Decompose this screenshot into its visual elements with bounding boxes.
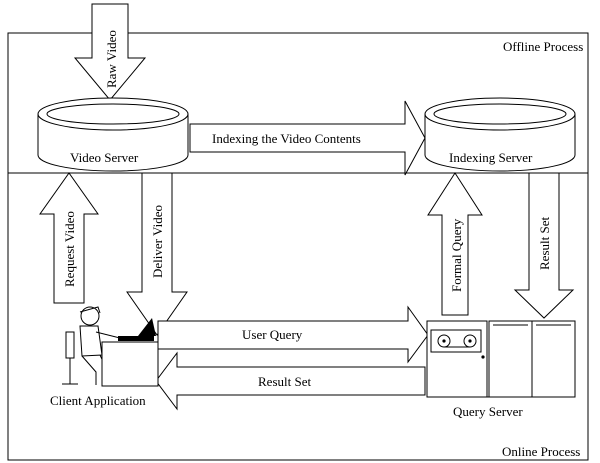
client-application-icon: Client Application <box>50 306 159 408</box>
result-set-down-arrow: Result Set <box>513 172 575 319</box>
formal-query-arrow: Formal Query <box>427 172 483 316</box>
request-video-label: Request Video <box>62 211 77 287</box>
client-application-label: Client Application <box>50 393 146 408</box>
request-video-arrow: Request Video <box>39 172 99 304</box>
formal-query-label: Formal Query <box>449 218 464 292</box>
user-query-label: User Query <box>242 327 303 342</box>
video-server-label: Video Server <box>70 150 139 165</box>
user-query-arrow: User Query <box>157 305 429 364</box>
indexing-label: Indexing the Video Contents <box>212 131 361 146</box>
indexing-server-node: Indexing Server <box>424 97 576 172</box>
raw-video-arrow: Raw Video <box>73 3 147 101</box>
offline-process-label: Offline Process <box>503 39 583 54</box>
deliver-video-label: Deliver Video <box>150 205 165 278</box>
indexing-arrow: Indexing the Video Contents <box>189 100 426 176</box>
online-process-region <box>7 172 589 461</box>
online-process-label: Online Process <box>502 444 580 459</box>
result-set-down-label: Result Set <box>537 217 552 270</box>
video-server-node: Video Server <box>37 97 189 172</box>
raw-video-label: Raw Video <box>104 30 119 88</box>
indexing-server-label: Indexing Server <box>449 150 533 165</box>
query-server-icon: Query Server <box>426 320 576 419</box>
result-set-back-arrow: Result Set <box>155 351 426 411</box>
query-server-label: Query Server <box>453 404 523 419</box>
deliver-video-arrow: Deliver Video <box>126 172 188 336</box>
result-set-back-label: Result Set <box>258 374 311 389</box>
